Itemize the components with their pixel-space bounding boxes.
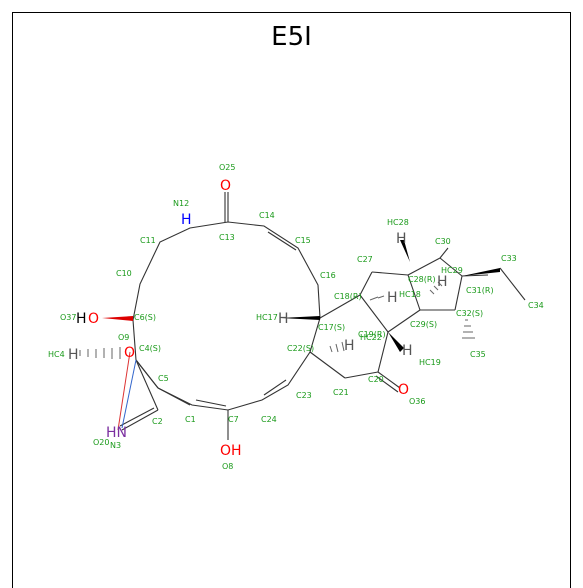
atom-h-c28: H: [396, 231, 407, 247]
atom-c20: C20: [368, 375, 384, 384]
atom-c13: C13: [219, 233, 235, 242]
atom-o: O: [220, 178, 231, 194]
atom-o25: O25: [219, 163, 235, 172]
atom-o8: O8: [222, 462, 233, 471]
atom-hc4: HC4: [48, 350, 65, 359]
atom-c16: C16: [320, 271, 336, 280]
atom-c22s: C22(S): [287, 344, 314, 353]
atom-c10: C10: [116, 269, 132, 278]
atom-h-hc4: H: [68, 347, 79, 363]
atom-c27: C27: [357, 255, 373, 264]
atom-o9: O9: [118, 333, 129, 342]
atom-h-hc17: H: [278, 311, 289, 327]
atom-n3: N3: [110, 441, 121, 450]
atom-c1: C1: [185, 415, 196, 424]
atom-c19r: C19(R): [358, 330, 386, 339]
atom-hn-label: HN: [106, 425, 127, 441]
atom-c4s: C4(S): [139, 344, 161, 353]
atom-c18r: C18(R): [334, 292, 362, 301]
atom-o-c20: O: [398, 382, 409, 398]
atom-h-c29: H: [437, 274, 448, 290]
atom-c34: C34: [528, 301, 544, 310]
atom-c35: C35: [470, 350, 486, 359]
atom-c5: C5: [158, 374, 169, 383]
atom-hc19: HC19: [419, 358, 441, 367]
atom-oh: OH: [220, 443, 242, 459]
atom-ho-h: H: [76, 311, 87, 327]
atom-c15: C15: [295, 236, 311, 245]
atom-c30: C30: [435, 237, 451, 246]
atom-c32s: C32(S): [456, 309, 483, 318]
atom-ho-o: O: [88, 311, 99, 327]
atom-o36: O36: [409, 397, 425, 406]
atom-c2: C2: [152, 417, 163, 426]
atom-h-c22: H: [344, 338, 355, 354]
atom-c7: C7: [228, 415, 239, 424]
atom-n12: N12: [173, 199, 189, 208]
atom-o-ring: O: [124, 345, 135, 361]
atom-c28r: C28(R): [408, 275, 436, 284]
atom-hc29: HC29: [441, 266, 463, 275]
atom-c23: C23: [296, 391, 312, 400]
atom-c31r: C31(R): [466, 286, 494, 295]
atom-c24: C24: [261, 415, 277, 424]
molecule-title: E5I: [271, 22, 312, 52]
atom-hc18: HC18: [399, 290, 421, 299]
bond-lines: [79, 192, 526, 440]
atom-c17s: C17(S): [318, 323, 345, 332]
atom-hc17: HC17: [256, 313, 278, 322]
atom-hc28: HC28: [387, 218, 409, 227]
diagram-frame: [12, 12, 571, 588]
atom-o37: O37: [60, 313, 76, 322]
atom-h-c18: H: [387, 290, 398, 306]
atom-hc22: HC22: [360, 333, 382, 342]
atom-c33: C33: [501, 254, 517, 263]
atom-labels: O25 O N12 H C11 C13 C14 C15 C16 C10 O37 …: [48, 163, 544, 471]
atom-c6s: C6(S): [134, 313, 156, 322]
atom-c14: C14: [259, 211, 275, 220]
atom-h-c19: H: [402, 343, 413, 359]
atom-c29s: C29(S): [410, 320, 437, 329]
atom-o20: O20: [93, 438, 109, 447]
atom-c21: C21: [333, 388, 349, 397]
atom-c11: C11: [140, 236, 156, 245]
atom-h-n: H: [181, 212, 192, 228]
